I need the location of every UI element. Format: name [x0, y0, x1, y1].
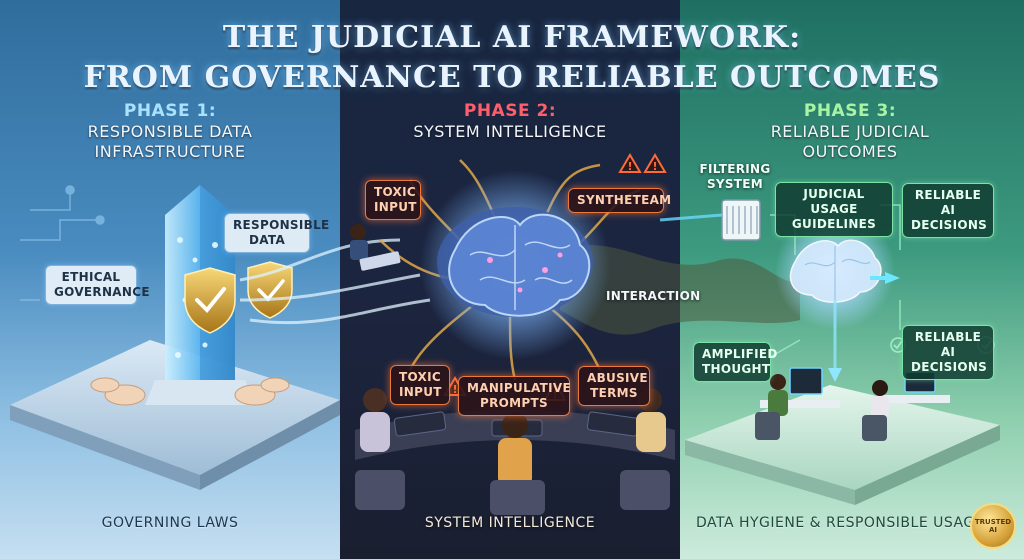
- brain-icon: [775, 210, 895, 330]
- label-interaction: INTERACTION: [598, 285, 701, 308]
- label-toxic-input-top: TOXIC INPUT: [365, 180, 421, 220]
- phase3-name-line2: OUTCOMES: [802, 142, 898, 161]
- seal-text: TRUSTED: [974, 518, 1012, 526]
- svg-text:!: !: [652, 160, 657, 173]
- label-text: RELIABLE AI: [914, 188, 982, 217]
- label-judicial-usage-guidelines: JUDICIAL USAGE GUIDELINES: [775, 182, 893, 237]
- label-manipulative-prompts: MANIPULATIVE PROMPTS: [458, 376, 572, 416]
- shield-check-icon: [247, 261, 293, 319]
- page-title: THE JUDICIAL AI FRAMEWORK: FROM GOVERNAN…: [0, 18, 1024, 98]
- phase2-number: PHASE 2:: [463, 101, 557, 121]
- brain-icon: [420, 170, 610, 360]
- caption-system-intelligence: SYSTEM INTELLIGENCE: [424, 515, 596, 531]
- operators: [355, 388, 670, 515]
- phase1-number: PHASE 1:: [123, 101, 217, 121]
- phase2-heading: PHASE 2: SYSTEM INTELLIGENCE: [360, 100, 660, 142]
- arrow-right-icon: [870, 272, 900, 284]
- label-amplified-thought: AMPLIFIED THOUGHT: [693, 342, 778, 382]
- warning-triangle-icon: !: [643, 153, 667, 173]
- data-smoke: [560, 245, 800, 335]
- label-text: GOVERNANCE: [54, 285, 150, 299]
- label-text: FILTERING: [699, 162, 771, 176]
- phase2-name-line1: SYSTEM INTELLIGENCE: [413, 122, 607, 141]
- label-text: DECISIONS: [911, 360, 988, 374]
- shield-check-icon: [184, 267, 236, 334]
- label-text: INTERACTION: [606, 289, 701, 303]
- label-text: AMPLIFIED: [702, 347, 778, 361]
- phase3-heading: PHASE 3: RELIABLE JUDICIAL OUTCOMES: [700, 100, 1000, 162]
- label-text: TOXIC: [374, 185, 416, 199]
- phase3-name-line1: RELIABLE JUDICIAL: [770, 122, 930, 141]
- label-text: SYSTEM: [706, 177, 764, 191]
- label-reliable-ai-decisions-bottom: RELIABLE AI DECISIONS: [902, 325, 994, 380]
- title-line-2: FROM GOVERNANCE TO RELIABLE OUTCOMES: [83, 60, 941, 95]
- label-text: RESPONSIBLE: [233, 218, 330, 232]
- label-text: JUDICIAL USAGE: [803, 187, 865, 216]
- label-text: DATA: [248, 233, 286, 247]
- label-text: INPUT: [399, 385, 442, 399]
- label-abusive-terms: ABUSIVE TERMS: [578, 366, 650, 406]
- svg-text:!: !: [627, 160, 632, 173]
- trusted-ai-seal: TRUSTED AI: [970, 503, 1016, 549]
- phase1-name-line1: RESPONSIBLE DATA: [87, 122, 253, 141]
- seal-text: AI: [988, 526, 998, 534]
- label-text: INPUT: [374, 200, 417, 214]
- label-text: PROMPTS: [480, 396, 548, 410]
- operator-laptop: [350, 224, 401, 271]
- svg-text:!: !: [452, 383, 457, 396]
- label-text: ABUSIVE: [587, 371, 648, 385]
- warning-triangle-icon: !: [618, 153, 642, 173]
- office-platform: [685, 385, 1000, 490]
- label-reliable-ai-decisions-top: RELIABLE AI DECISIONS: [902, 183, 994, 238]
- label-text: ETHICAL: [61, 270, 121, 284]
- phase1-name-line2: INFRASTRUCTURE: [94, 142, 246, 161]
- phase3-number: PHASE 3:: [803, 101, 897, 121]
- label-text: SYNTHETEAM: [577, 193, 672, 207]
- label-text: DECISIONS: [911, 218, 988, 232]
- data-streams: [239, 238, 431, 325]
- label-responsible-data: RESPONSIBLE DATA: [224, 213, 330, 253]
- label-text: RELIABLE AI: [914, 330, 982, 359]
- phase1-heading: PHASE 1: RESPONSIBLE DATA INFRASTRUCTURE: [40, 100, 300, 162]
- label-syntheteam: SYNTHETEAM: [568, 188, 672, 213]
- title-line-1: THE JUDICIAL AI FRAMEWORK:: [222, 20, 802, 55]
- label-ethical-governance: ETHICAL GOVERNANCE: [45, 265, 150, 305]
- label-text: THOUGHT: [702, 362, 771, 376]
- data-platform: [10, 340, 340, 475]
- label-text: GUIDELINES: [791, 217, 877, 231]
- label-filtering-system: FILTERING SYSTEM: [690, 158, 780, 196]
- label-text: MANIPULATIVE: [467, 381, 572, 395]
- caption-data-hygiene: DATA HYGIENE & RESPONSIBLE USAGE: [695, 515, 985, 531]
- label-text: TOXIC: [399, 370, 441, 384]
- filter-icon: [721, 199, 761, 241]
- label-text: TERMS: [590, 386, 638, 400]
- circuit-lines: [20, 185, 105, 301]
- hands: [90, 377, 290, 406]
- arrow-down-icon: [828, 368, 842, 382]
- label-toxic-input-bottom: TOXIC INPUT: [390, 365, 450, 405]
- caption-governing-laws: GOVERNING LAWS: [101, 515, 239, 531]
